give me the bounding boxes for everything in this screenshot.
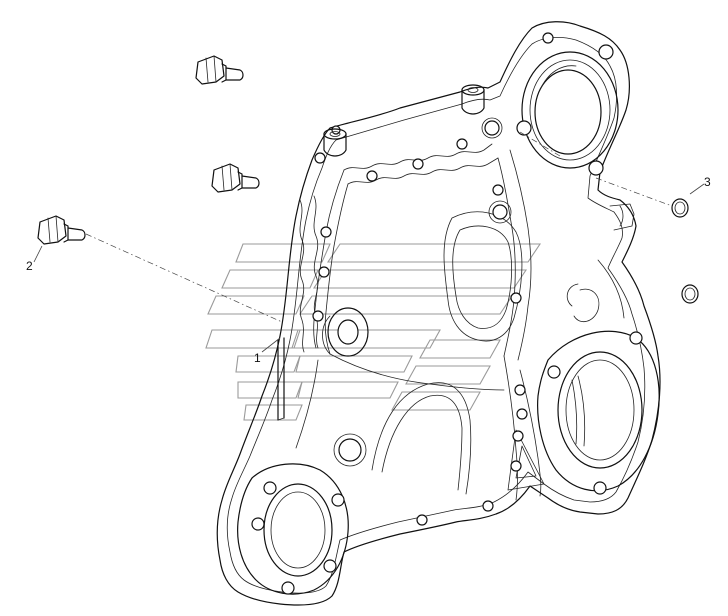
o-ring-upper <box>671 198 689 218</box>
watermark-logo <box>205 243 542 421</box>
callout-2: 2 <box>26 259 33 273</box>
o-ring-lower <box>681 284 699 304</box>
right-side-bosses <box>566 203 635 323</box>
top-dowel-boss <box>323 84 485 157</box>
callout-3: 3 <box>704 175 711 189</box>
flange-bolt-middle <box>211 163 260 193</box>
lower-left-port <box>237 433 367 595</box>
flange-bolt-upper <box>195 55 244 85</box>
flange-bolt-holes <box>312 117 528 526</box>
leader-lines <box>33 131 705 353</box>
callout-2-label: 2 <box>26 259 33 273</box>
upper-seal-bore <box>516 32 619 176</box>
flange-bolt-lower <box>37 215 86 245</box>
callout-1: 1 <box>254 351 261 365</box>
lower-right-port <box>537 330 660 495</box>
gasket-edge <box>277 337 285 421</box>
center-left-boss <box>322 307 369 357</box>
callout-1-label: 1 <box>254 351 261 365</box>
timing-cover-housing <box>216 21 661 606</box>
callout-3-label: 3 <box>704 175 711 189</box>
